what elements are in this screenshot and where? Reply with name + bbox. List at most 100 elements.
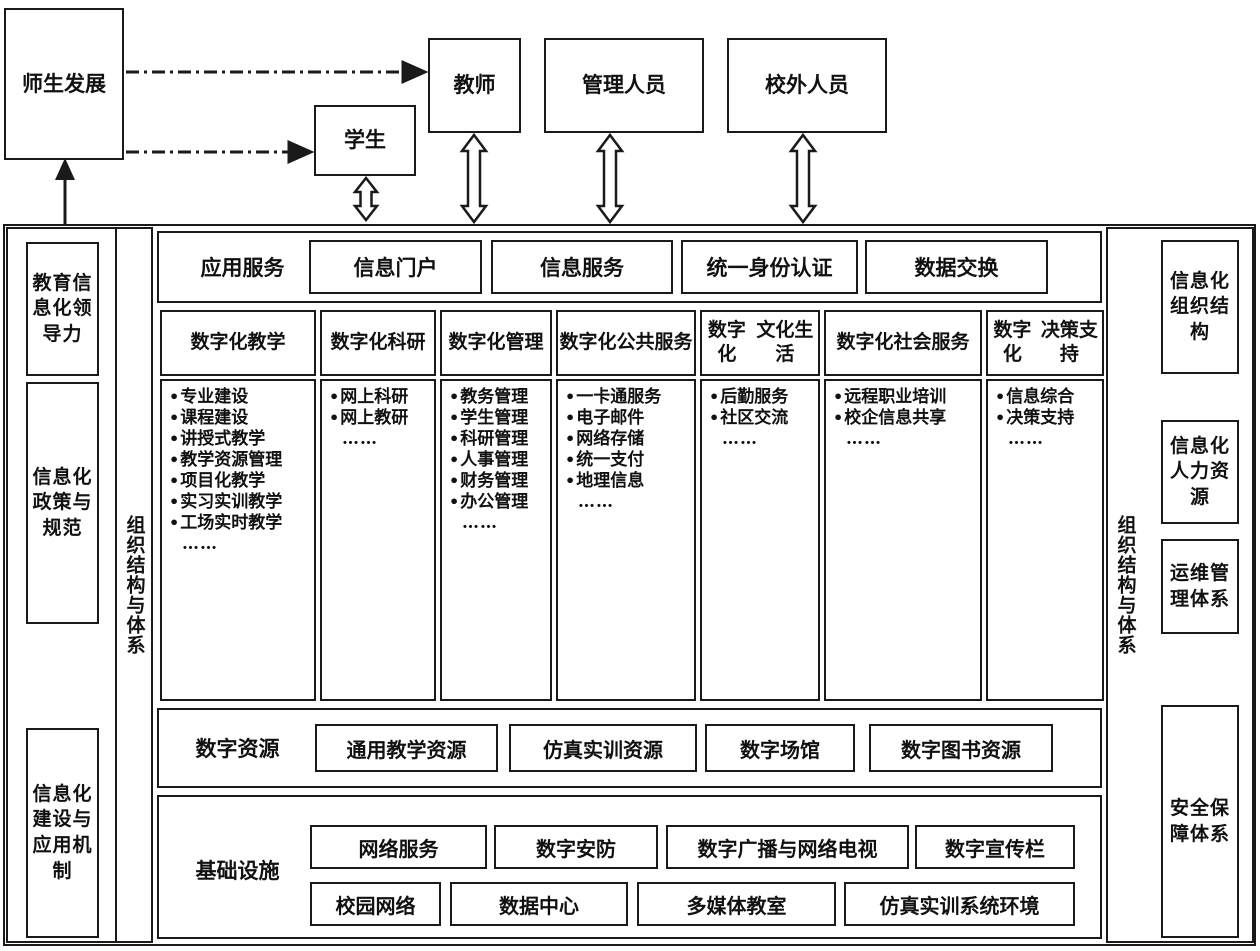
list-item[interactable]: 社区交流 xyxy=(709,410,814,427)
list-item[interactable]: 统一支付 xyxy=(565,452,690,469)
list-item[interactable]: 网上科研 xyxy=(329,389,430,406)
digital-column-title-line: 公共服务 xyxy=(616,331,693,354)
list-item[interactable]: 课程建设 xyxy=(169,410,310,427)
list-item[interactable]: 人事管理 xyxy=(449,452,546,469)
resource-button-library[interactable]: 数字图书资源 xyxy=(869,724,1053,772)
digital-column-title-line: 数字化 xyxy=(559,331,617,354)
left-item-leadership[interactable]: 教育信息化领导力 xyxy=(26,242,99,376)
digital-column-title-research[interactable]: 数字化科研 xyxy=(320,310,436,376)
digital-column-items-culture: 后勤服务社区交流…… xyxy=(700,379,820,701)
digital-column-list: 专业建设课程建设讲授式教学教学资源管理项目化教学实习实训教学工场实时教学 …… xyxy=(169,389,310,553)
app-button-dataexchange[interactable]: 数据交换 xyxy=(865,240,1048,294)
digital-column-title-teaching[interactable]: 数字化教学 xyxy=(160,310,316,376)
list-item[interactable]: 网上教研 xyxy=(329,410,430,427)
app-button-infoservice[interactable]: 信息服务 xyxy=(491,240,673,294)
list-item[interactable]: 项目化教学 xyxy=(169,473,310,490)
list-item[interactable]: 教务管理 xyxy=(449,389,546,406)
list-item[interactable]: 信息综合 xyxy=(995,389,1098,406)
left-vertical-label: 组织结构与体系 xyxy=(117,227,153,943)
infra-button-bulletin[interactable]: 数字宣传栏 xyxy=(915,825,1075,869)
list-item[interactable]: 远程职业培训 xyxy=(833,389,976,406)
list-item[interactable]: 决策支持 xyxy=(995,410,1098,427)
infra-button-digital-security[interactable]: 数字安防 xyxy=(494,825,658,869)
list-ellipsis: …… xyxy=(462,513,498,533)
bidirectional-block-arrows xyxy=(352,132,818,225)
right-item-security[interactable]: 安全保障体系 xyxy=(1161,705,1239,938)
infra-button-network-service[interactable]: 网络服务 xyxy=(310,825,487,869)
list-ellipsis: …… xyxy=(342,429,378,449)
list-item[interactable]: 专业建设 xyxy=(169,389,310,406)
student-box: 学生 xyxy=(314,105,416,176)
digital-column-title-line: 科研 xyxy=(387,331,426,354)
development-label: 师生发展 xyxy=(22,70,106,96)
admin-staff-label: 管理人员 xyxy=(582,72,666,98)
digital-column-title-management[interactable]: 数字化管理 xyxy=(440,310,552,376)
infrastructure-label: 基础设施 xyxy=(195,858,280,883)
list-ellipsis: …… xyxy=(182,534,218,554)
external-personnel-box: 校外人员 xyxy=(727,38,887,133)
admin-staff-box: 管理人员 xyxy=(544,38,704,133)
list-item[interactable]: 讲授式教学 xyxy=(169,431,310,448)
list-item[interactable]: 校企信息共享 xyxy=(833,410,976,427)
digital-column-list: 后勤服务社区交流…… xyxy=(709,389,814,448)
digital-column-title-decision-support[interactable]: 数字化决策支持 xyxy=(986,310,1104,376)
list-item[interactable]: 一卡通服务 xyxy=(565,389,690,406)
digital-column-title-line: 数字化 xyxy=(836,331,894,354)
digital-column-title-social-service[interactable]: 数字化社会服务 xyxy=(824,310,982,376)
list-item[interactable]: 后勤服务 xyxy=(709,389,814,406)
digital-column-list: 信息综合决策支持 …… xyxy=(995,389,1098,448)
digital-column-title-line: 数字化 xyxy=(190,331,248,354)
right-item-hr[interactable]: 信息化人力资源 xyxy=(1161,420,1239,524)
resource-button-general-teaching[interactable]: 通用教学资源 xyxy=(315,724,498,772)
infra-button-simulation-env[interactable]: 仿真实训系统环境 xyxy=(844,882,1075,926)
list-ellipsis: …… xyxy=(846,429,882,449)
digital-column-items-social-service: 远程职业培训校企信息共享 …… xyxy=(824,379,982,701)
list-item[interactable]: 学生管理 xyxy=(449,410,546,427)
arrow-frame-to-dev-head xyxy=(55,158,75,180)
list-item[interactable]: 财务管理 xyxy=(449,473,546,490)
digital-column-list: 一卡通服务电子邮件网络存储统一支付地理信息 …… xyxy=(565,389,690,511)
app-button-identity[interactable]: 统一身份认证 xyxy=(681,240,858,294)
infra-button-broadcast-tv[interactable]: 数字广播与网络电视 xyxy=(666,825,909,869)
digital-column-items-management: 教务管理学生管理科研管理人事管理财务管理办公管理 …… xyxy=(440,379,552,701)
right-item-org-structure[interactable]: 信息化组织结构 xyxy=(1161,240,1239,374)
list-item[interactable]: 地理信息 xyxy=(565,473,690,490)
left-item-policy[interactable]: 信息化政策与规范 xyxy=(26,382,99,624)
list-ellipsis: …… xyxy=(578,492,614,512)
app-button-portal[interactable]: 信息门户 xyxy=(309,240,482,294)
application-service-label: 应用服务 xyxy=(200,255,285,280)
list-item[interactable]: 工场实时教学 xyxy=(169,515,310,532)
digital-column-items-teaching: 专业建设课程建设讲授式教学教学资源管理项目化教学实习实训教学工场实时教学 …… xyxy=(160,379,316,701)
digital-column-title-line: 管理 xyxy=(505,331,544,354)
teacher-box: 教师 xyxy=(428,38,521,133)
infra-button-data-center[interactable]: 数据中心 xyxy=(450,882,628,926)
infra-button-campus-network[interactable]: 校园网络 xyxy=(310,882,441,926)
list-item[interactable]: 办公管理 xyxy=(449,494,546,511)
left-item-mechanism[interactable]: 信息化建设与应用机制 xyxy=(26,728,99,938)
list-item[interactable]: 实习实训教学 xyxy=(169,494,310,511)
list-item[interactable]: 电子邮件 xyxy=(565,410,690,427)
digital-column-list: 远程职业培训校企信息共享 …… xyxy=(833,389,976,448)
digital-column-list: 网上科研网上教研 …… xyxy=(329,389,430,448)
digital-column-list: 教务管理学生管理科研管理人事管理财务管理办公管理 …… xyxy=(449,389,546,532)
digital-resource-label: 数字资源 xyxy=(195,736,280,761)
digital-column-title-culture[interactable]: 数字化文化生活 xyxy=(700,310,820,376)
digital-column-title-line: 数字化 xyxy=(330,331,388,354)
digital-column-title-public-service[interactable]: 数字化公共服务 xyxy=(556,310,696,376)
list-item[interactable]: 科研管理 xyxy=(449,431,546,448)
resource-button-simulation[interactable]: 仿真实训资源 xyxy=(509,724,697,772)
right-item-ops[interactable]: 运维管理体系 xyxy=(1161,539,1239,634)
digital-column-title-line: 文化生活 xyxy=(756,319,814,365)
teacher-label: 教师 xyxy=(453,72,496,98)
list-ellipsis: …… xyxy=(1008,429,1044,449)
infra-button-multimedia-classroom[interactable]: 多媒体教室 xyxy=(637,882,836,926)
digital-column-title-line: 数字化 xyxy=(707,319,746,365)
external-personnel-label: 校外人员 xyxy=(765,72,849,98)
digital-column-title-line: 决策支持 xyxy=(1040,319,1098,365)
digital-column-items-public-service: 一卡通服务电子邮件网络存储统一支付地理信息 …… xyxy=(556,379,696,701)
list-item[interactable]: 网络存储 xyxy=(565,431,690,448)
list-item[interactable]: 教学资源管理 xyxy=(169,452,310,469)
student-label: 学生 xyxy=(344,127,386,153)
digital-column-title-line: 教学 xyxy=(247,331,286,354)
resource-button-venue[interactable]: 数字场馆 xyxy=(705,724,855,772)
